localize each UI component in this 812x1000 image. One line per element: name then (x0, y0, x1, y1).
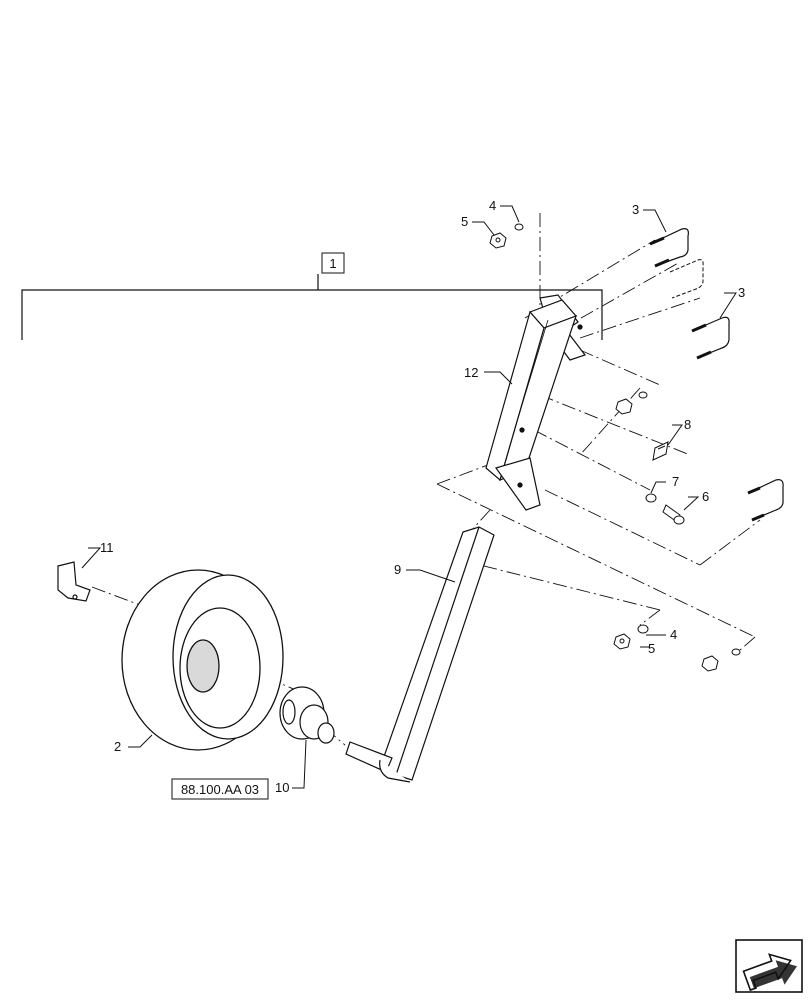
callout-7: 7 (672, 474, 679, 489)
washer-part-4-top[interactable] (514, 223, 524, 231)
callout-9: 9 (394, 562, 401, 577)
callout-11: 11 (100, 540, 114, 555)
callout-8: 8 (684, 417, 691, 432)
callout-4-bottom: 4 (670, 627, 677, 642)
nut-washer-bottom-right[interactable] (701, 648, 741, 672)
bolt-part-6[interactable] (662, 504, 685, 525)
u-bolt-part-3-lower[interactable] (691, 316, 730, 360)
washer-part-4-bottom[interactable] (637, 624, 649, 634)
nut-washer-middle[interactable] (615, 391, 648, 415)
callout-12: 12 (464, 365, 478, 380)
caster-leg-part-9[interactable] (345, 526, 495, 783)
nut-part-5-bottom[interactable] (613, 633, 631, 650)
reference-callout[interactable]: 88.100.AA 03 (171, 778, 269, 800)
assembly-callout[interactable]: 1 (321, 252, 345, 274)
u-bolt-part-3-upper[interactable] (649, 228, 689, 268)
assembly-bracket (21, 274, 603, 340)
wheel-part-2[interactable] (121, 569, 284, 751)
center-lines (91, 213, 761, 746)
callout-2: 2 (114, 739, 121, 754)
next-page-arrow-icon[interactable] (735, 939, 803, 995)
assembly-callout-text: 1 (329, 256, 336, 271)
u-bolt-right[interactable] (747, 479, 784, 522)
callout-4-top: 4 (489, 198, 496, 213)
callout-5-bottom: 5 (648, 641, 655, 656)
reference-callout-text: 88.100.AA 03 (181, 782, 259, 797)
leader-lines (81, 205, 737, 789)
u-bolt-part-3-ghost (669, 259, 704, 299)
nut-part-5-top[interactable] (489, 232, 507, 249)
callout-10: 10 (275, 780, 289, 795)
callout-3-lower: 3 (738, 285, 745, 300)
washer-part-7[interactable] (645, 493, 657, 503)
clip-part-11[interactable] (57, 561, 91, 602)
upright-tube-part-12[interactable] (485, 294, 586, 511)
hub-part-10[interactable] (279, 686, 335, 744)
callout-6: 6 (702, 489, 709, 504)
clip-part-8[interactable] (652, 441, 669, 461)
callout-5-top: 5 (461, 214, 468, 229)
callout-3-top: 3 (632, 202, 639, 217)
